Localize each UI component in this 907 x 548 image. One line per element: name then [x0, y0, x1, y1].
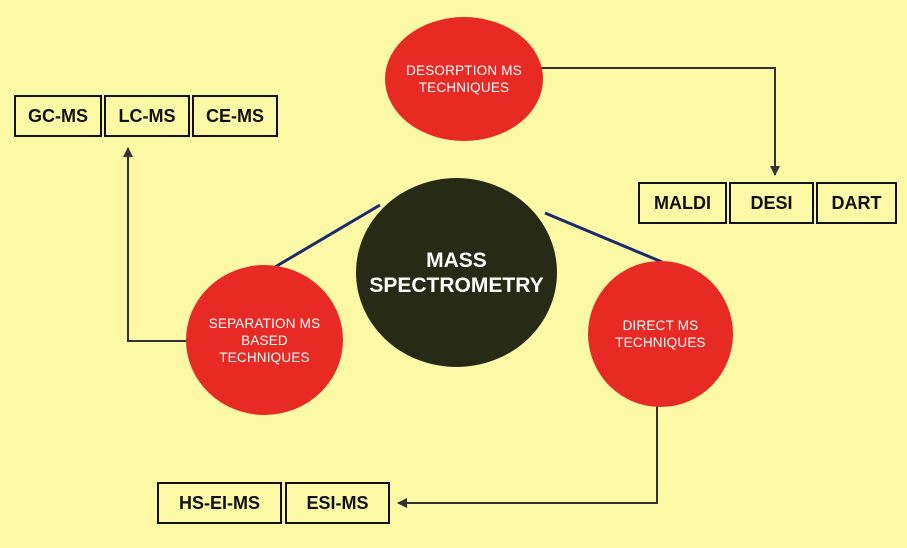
arrow-desorption-to-boxes	[540, 67, 780, 176]
connector-center-separation	[274, 203, 381, 269]
separation-ms-node: SEPARATION MS BASED TECHNIQUES	[186, 265, 343, 415]
direct-ms-label: DIRECT MS TECHNIQUES	[615, 318, 706, 350]
mass-spectrometry-label: MASS SPECTROMETRY	[369, 248, 544, 297]
gc-ms-box: GC-MS	[14, 95, 102, 137]
desi-box: DESI	[729, 182, 814, 224]
direct-ms-node: DIRECT MS TECHNIQUES	[588, 261, 733, 407]
esi-ms-box: ESI-MS	[285, 482, 390, 524]
lc-ms-box: LC-MS	[104, 95, 190, 137]
desorption-ms-node: DESORPTION MS TECHNIQUES	[385, 17, 543, 141]
desorption-ms-label: DESORPTION MS TECHNIQUES	[406, 63, 522, 95]
maldi-box: MALDI	[638, 182, 727, 224]
hs-ei-ms-box: HS-EI-MS	[157, 482, 282, 524]
dart-box: DART	[816, 182, 897, 224]
arrow-separation-to-boxes	[123, 147, 190, 342]
ce-ms-box: CE-MS	[192, 95, 278, 137]
mass-spectrometry-node: MASS SPECTROMETRY	[356, 178, 557, 367]
separation-ms-label: SEPARATION MS BASED TECHNIQUES	[208, 315, 321, 365]
connector-center-direct	[544, 211, 663, 264]
arrow-direct-to-boxes	[397, 405, 658, 508]
